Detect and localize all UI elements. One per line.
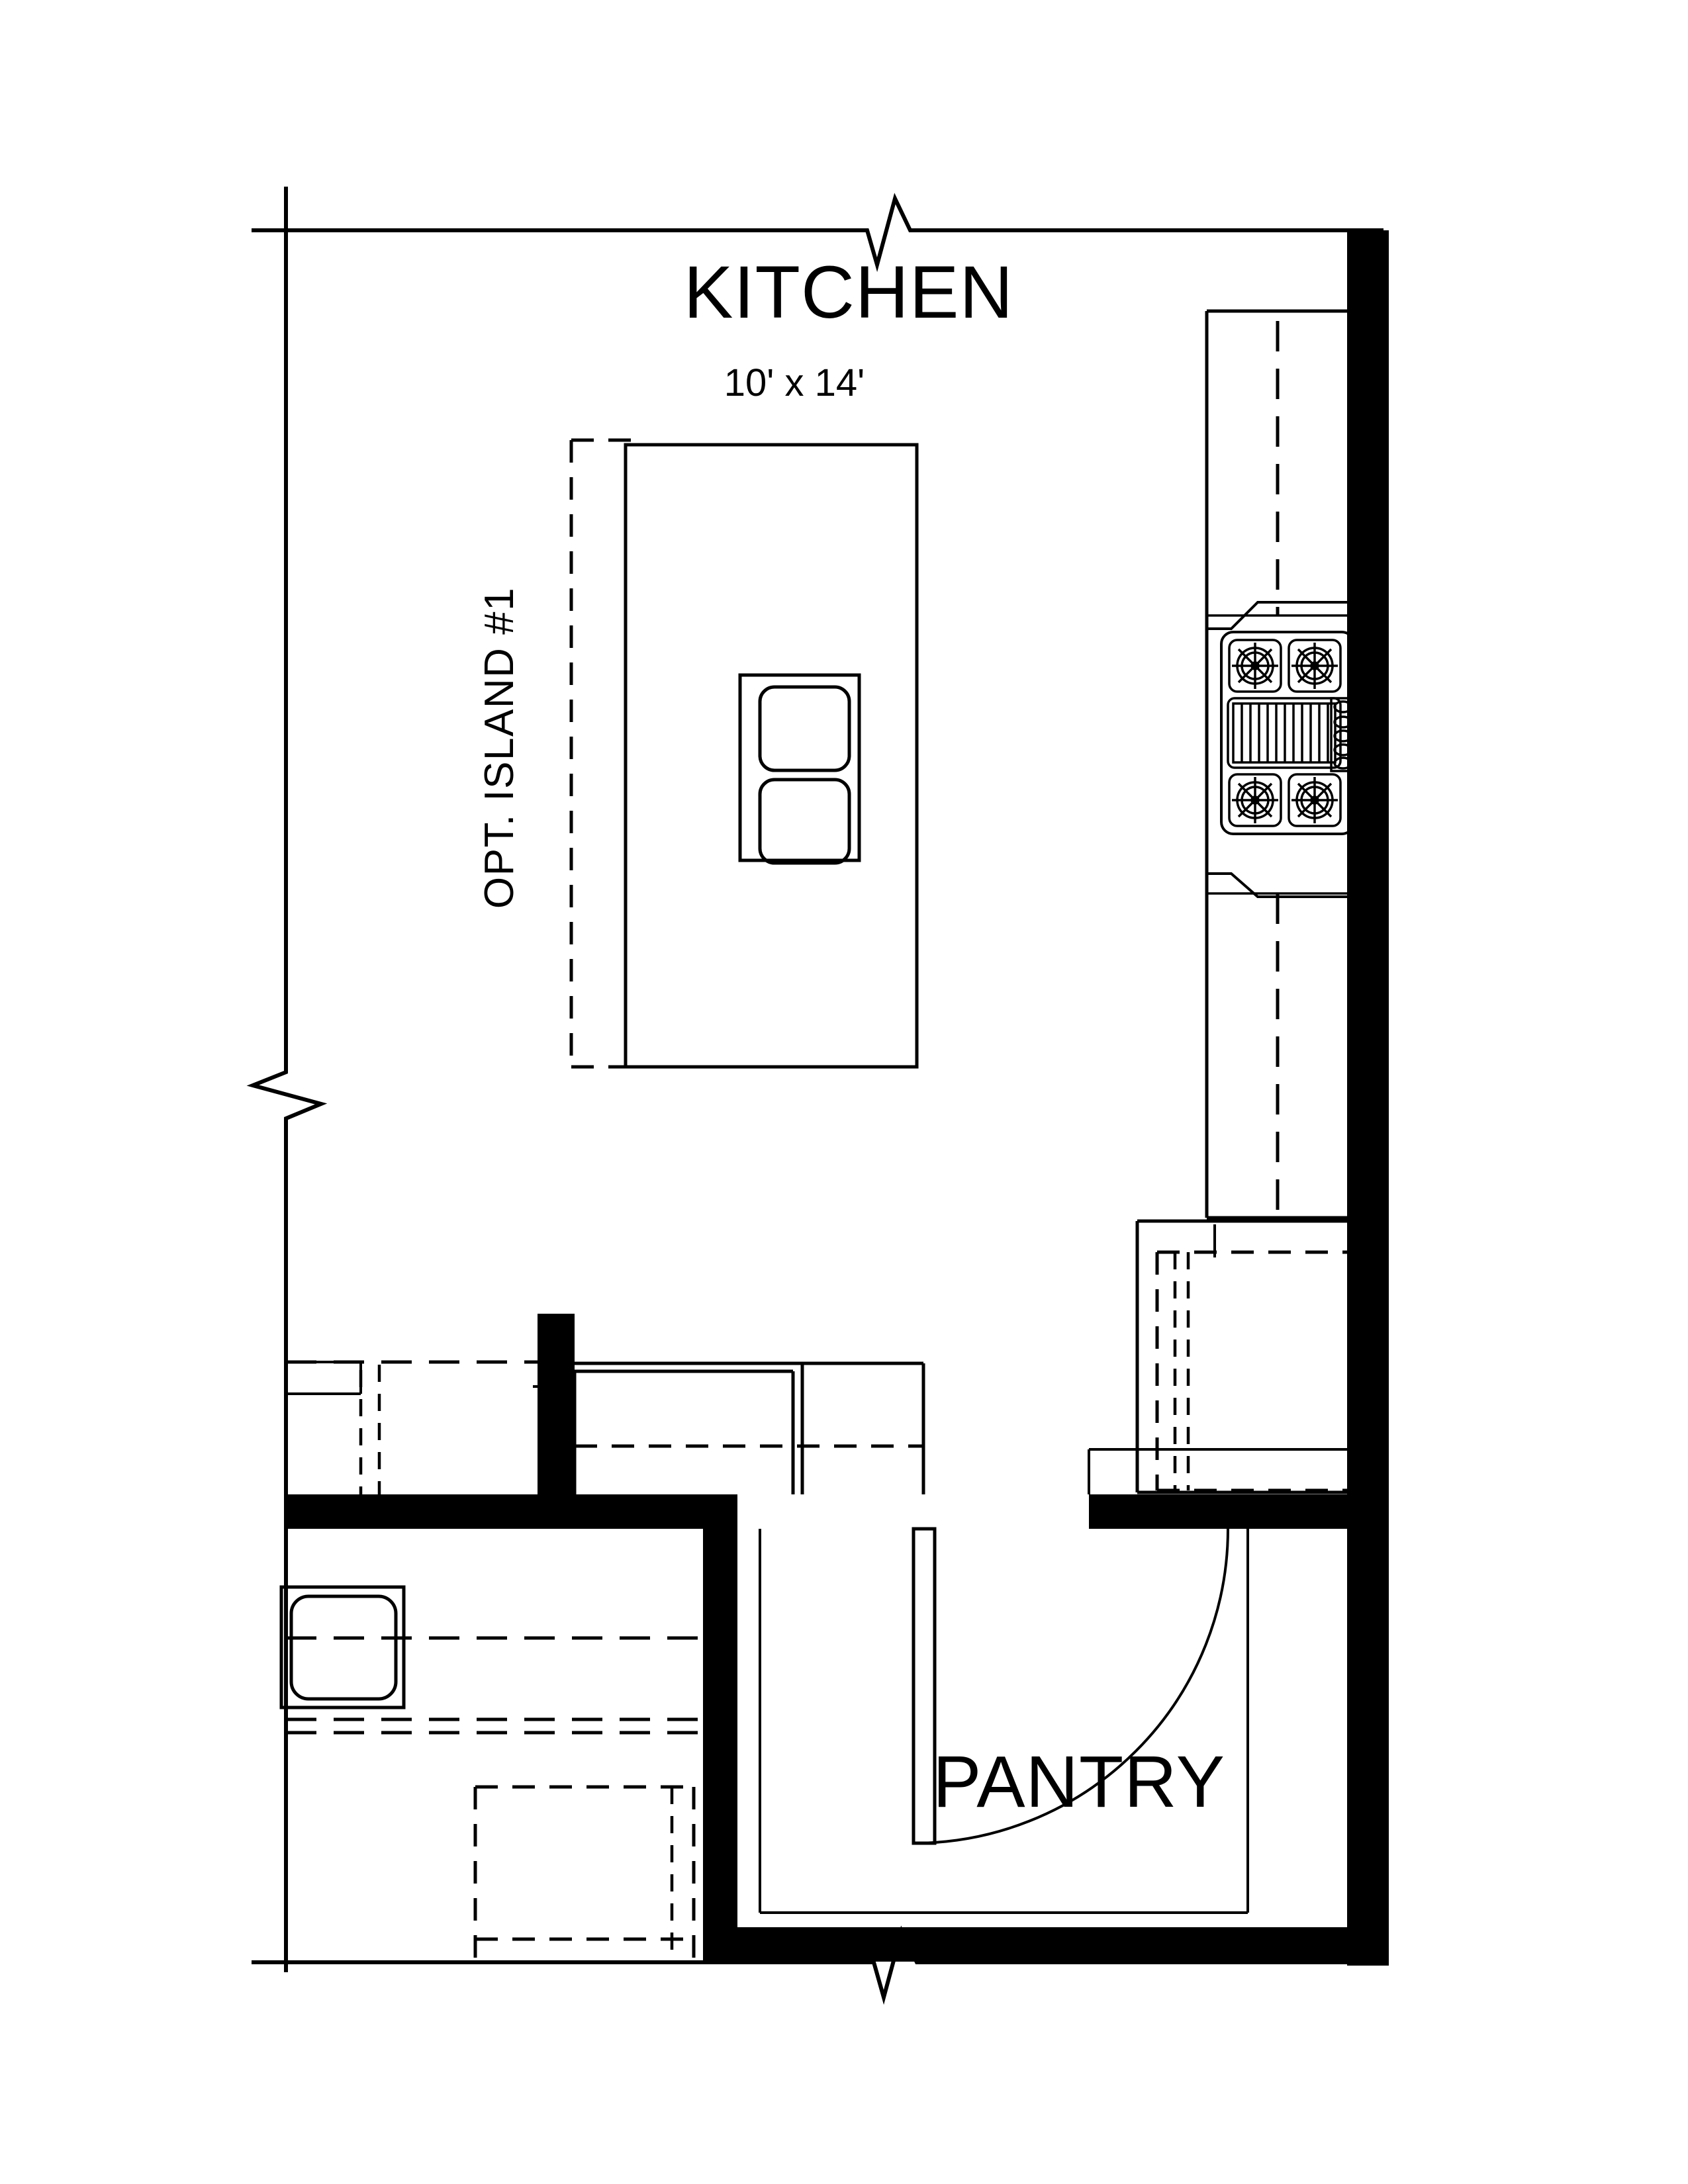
wall-nub-pilaster (538, 1314, 575, 1496)
exterior-wall-right-lower (1347, 1516, 1389, 1966)
island-double-bowl-sink (738, 673, 861, 865)
break-line-top (252, 193, 1383, 273)
interior-wall-pantry-bottom (703, 1927, 1354, 1962)
burner-pad-lower-right (1288, 773, 1342, 827)
interior-wall-bottom-right (1089, 1494, 1354, 1529)
burner-grate-lower-left (1232, 777, 1278, 823)
sink-bowl-lower (758, 778, 851, 865)
burner-grate-upper-right (1291, 643, 1338, 689)
burner-grate-lower-right (1291, 777, 1338, 823)
break-line-bottom (252, 1925, 1383, 2005)
cooktop-control-knobs (1330, 697, 1357, 772)
sink-bowl-upper (758, 685, 851, 772)
kitchen-room-title: KITCHEN (684, 251, 1014, 334)
lower-left-casework (279, 1585, 702, 1962)
opt-island-label: OPT. ISLAND #1 (477, 587, 522, 909)
island-body (624, 443, 919, 1069)
burner-pad-upper-right (1288, 639, 1342, 693)
interior-wall-pantry-left (703, 1494, 737, 1962)
pantry-interior (759, 1527, 1249, 1914)
cooktop-assembly (1207, 601, 1357, 898)
burner-grate-upper-left (1232, 643, 1278, 689)
bar-sink-outer (279, 1585, 406, 1709)
cooktop-notch-bottom (1207, 872, 1347, 898)
refrigerator-dashed-outline (1135, 1219, 1371, 1494)
kitchen-room-dimensions: 10' x 14' (724, 361, 865, 404)
sink-outer (738, 673, 861, 862)
upper-construction-lines (1088, 1448, 1347, 1494)
center-base-cabinet (533, 1361, 925, 1494)
cooktop-griddle (1227, 697, 1342, 769)
burner-pad-upper-left (1228, 639, 1282, 693)
break-line-left (246, 187, 328, 1972)
pantry-room-title: PANTRY (933, 1741, 1225, 1823)
interior-wall-bottom-left (286, 1494, 703, 1529)
pantry-door-panel (912, 1527, 937, 1845)
burner-pad-lower-left (1228, 773, 1282, 827)
bar-sink-bowl (289, 1594, 398, 1701)
cooktop-notch-top (1207, 601, 1347, 630)
pantry-door-swing-arc (913, 1528, 1229, 1844)
exterior-wall-right-upper (1347, 230, 1389, 1554)
cooktop-body (1220, 631, 1355, 835)
left-upper-cabinets (286, 1360, 538, 1494)
optional-island (569, 438, 919, 1069)
